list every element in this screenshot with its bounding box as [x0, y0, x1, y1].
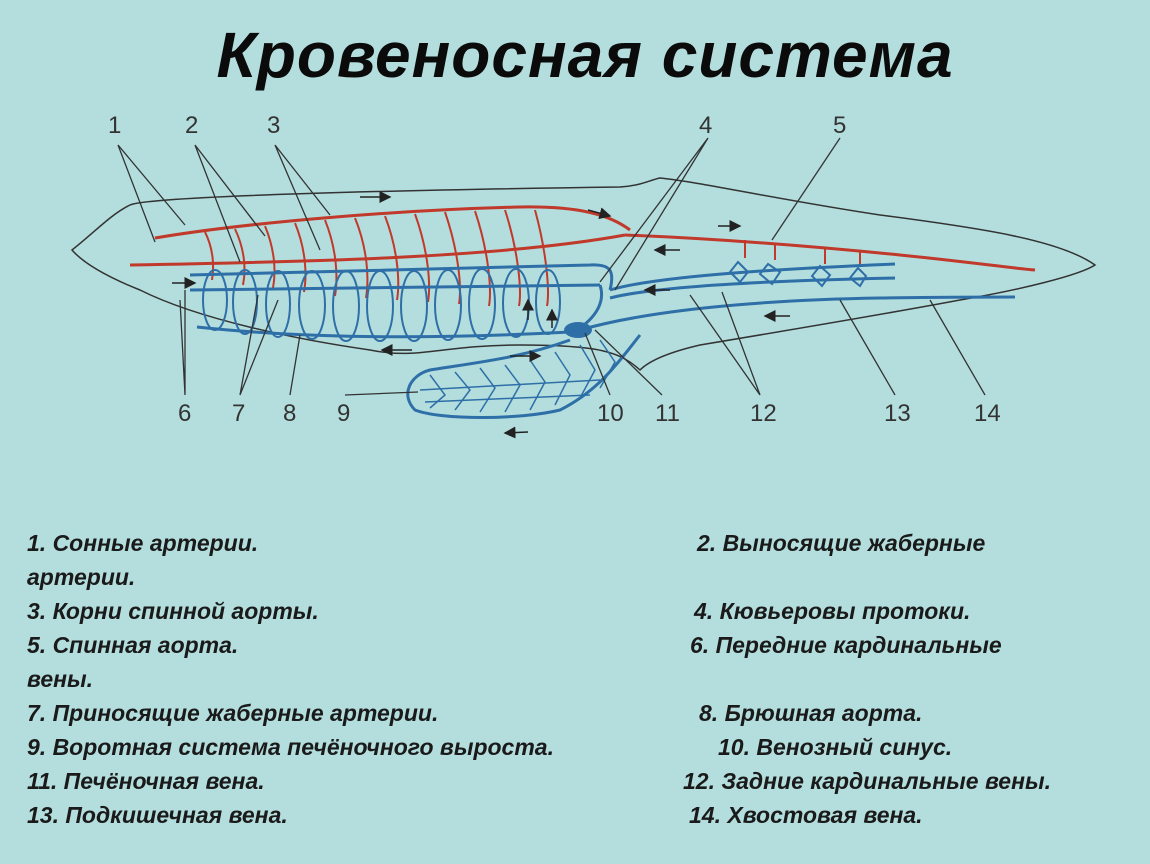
cuvier-duct [579, 284, 604, 330]
legend-item-11: 11. Печёночная вена. [27, 768, 265, 794]
legend-item-10: 10. Венозный синус. [718, 734, 953, 760]
circulatory-diagram: 1 2 3 4 5 6 7 8 9 10 11 12 13 14 [70, 112, 1097, 439]
legend-item-5: 5. Спинная аорта. [27, 632, 239, 658]
caudal-vein [579, 295, 1016, 332]
legend-item-9: 9. Воротная система печёночного выроста. [27, 734, 554, 760]
number-2: 2 [185, 112, 198, 139]
legend-item-2: 2. Выносящие жаберные [697, 530, 986, 556]
legend-item-8: 8. Брюшная аорта. [699, 700, 923, 726]
legend-item-3: 3. Корни спинной аорты. [27, 598, 319, 624]
legend-item-12: 12. Задние кардинальные вены. [683, 768, 1051, 794]
flow-arrows [172, 191, 790, 439]
leader-lines [117, 137, 986, 396]
legend: 1. Сонные артерии. 2. Выносящие жаберные… [27, 530, 1147, 836]
diagram-numbers: 1 2 3 4 5 6 7 8 9 10 11 12 13 14 [108, 112, 1001, 427]
number-14: 14 [974, 400, 1001, 427]
number-11: 11 [655, 400, 680, 427]
legend-item-2-cont: артерии. [27, 564, 136, 590]
legend-item-13: 13. Подкишечная вена. [27, 802, 288, 828]
legend-item-7: 7. Приносящие жаберные артерии. [27, 700, 439, 726]
arteries [129, 205, 1036, 272]
hepatic-portal-network [419, 339, 616, 413]
efferent-gill-arteries [204, 209, 861, 307]
legend-item-14: 14. Хвостовая вена. [689, 802, 923, 828]
posterior-cardinal-vein-2 [609, 276, 896, 300]
number-12: 12 [750, 400, 777, 427]
legend-item-6-cont: вены. [27, 666, 94, 692]
dorsal-aorta [624, 233, 1036, 272]
body-outline [70, 177, 1097, 372]
number-5: 5 [833, 112, 846, 139]
number-6: 6 [178, 400, 191, 427]
number-10: 10 [597, 400, 624, 427]
posterior-cardinal-vein [609, 262, 896, 292]
page-title: Кровеносная система [216, 19, 954, 91]
anterior-cardinal-vein [189, 263, 614, 291]
venous-sinus [564, 322, 592, 338]
legend-item-4: 4. Кювьеровы протоки. [694, 598, 971, 624]
number-1: 1 [108, 112, 121, 139]
number-7: 7 [232, 400, 245, 427]
anterior-cardinal-vein-2 [189, 283, 601, 292]
number-3: 3 [267, 112, 280, 139]
number-4: 4 [699, 112, 712, 139]
number-8: 8 [283, 400, 296, 427]
number-13: 13 [884, 400, 911, 427]
carotid-artery-lower [129, 233, 626, 267]
subintestinal-vein [406, 334, 642, 419]
legend-item-6: 6. Передние кардинальные [690, 632, 1002, 658]
carotid-artery [154, 205, 631, 240]
legend-item-1: 1. Сонные артерии. [27, 530, 259, 556]
number-9: 9 [337, 400, 350, 427]
